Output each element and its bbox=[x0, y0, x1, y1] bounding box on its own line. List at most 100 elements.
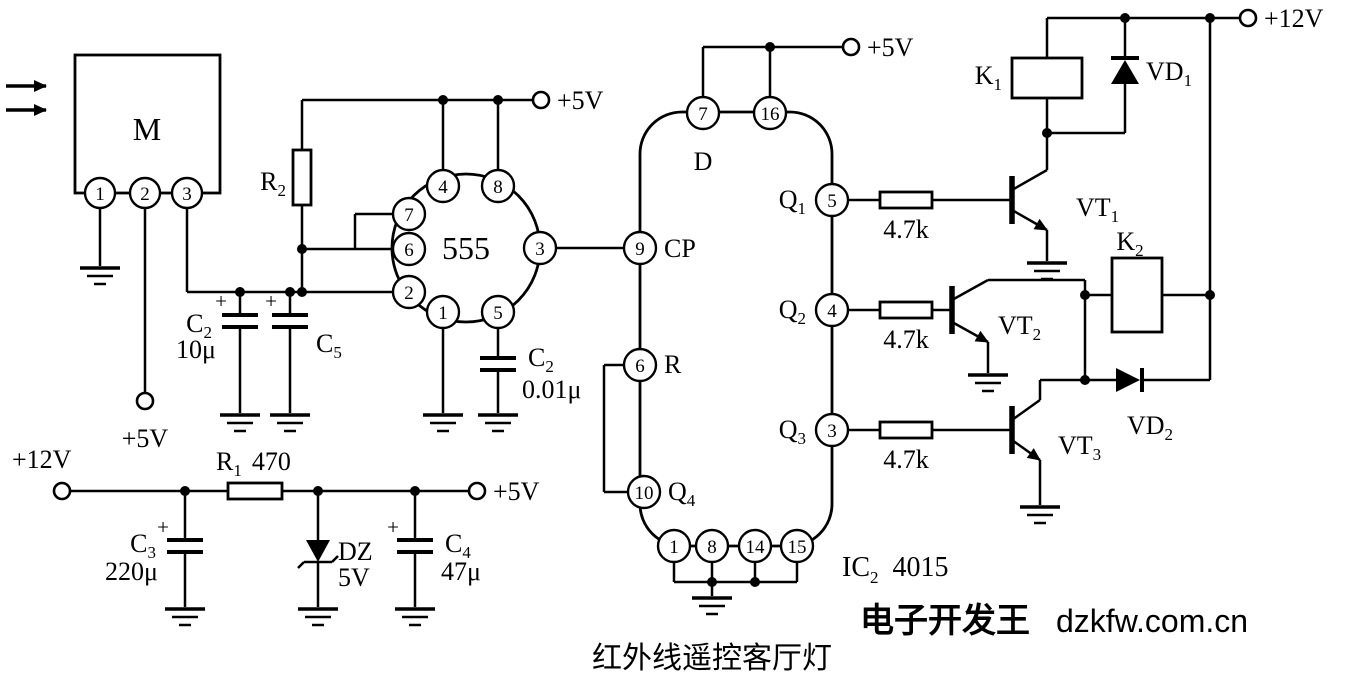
vt2-label: VT2 bbox=[998, 311, 1041, 344]
junction-dot bbox=[297, 287, 307, 297]
transistor-vt2 bbox=[949, 278, 1085, 393]
label-12v: +12V bbox=[1264, 4, 1324, 33]
terminal-5v bbox=[841, 37, 861, 57]
terminal-5v-out bbox=[467, 481, 487, 501]
ic4015-pin-10: 10 bbox=[626, 474, 662, 510]
vd2-label: VD2 bbox=[1127, 411, 1173, 444]
ic555-pin-8: 8 bbox=[480, 168, 516, 204]
ic4015-pin-5: 5 bbox=[814, 182, 850, 218]
q3-label: Q3 bbox=[779, 415, 806, 448]
watermark-en: dzkfw.com.cn bbox=[1056, 603, 1248, 639]
resistor-r1 bbox=[226, 481, 284, 501]
label-12v-in: +12V bbox=[12, 445, 72, 474]
relay-section: +12V K1 VD1 K2 VD2 bbox=[975, 4, 1324, 444]
c2b-value: 0.01μ bbox=[522, 375, 581, 404]
ic4015-pin-1: 1 bbox=[656, 528, 692, 564]
svg-text:3: 3 bbox=[182, 184, 192, 205]
ic4015-pin-16: 16 bbox=[752, 95, 788, 131]
ic4015-section: +5V 7 16 D 9 CP 6 R 10 Q4 1 8 14 15 5 Q1… bbox=[602, 33, 949, 616]
capacitor-c2b: C2 0.01μ bbox=[476, 328, 581, 433]
svg-text:5: 5 bbox=[493, 303, 503, 324]
polarity-plus: + bbox=[157, 515, 169, 539]
ic4015-pin-4: 4 bbox=[814, 292, 850, 328]
ground-symbol bbox=[296, 607, 340, 627]
ic4015-body bbox=[638, 110, 834, 548]
ic555-pin-4: 4 bbox=[425, 168, 461, 204]
c2b-label: C2 bbox=[528, 343, 554, 376]
c4-label: C4 bbox=[445, 529, 471, 562]
capacitor-c3: + C3 220μ bbox=[105, 491, 207, 627]
capacitor-c2: + C2 10μ bbox=[176, 287, 262, 433]
transistor-vt1 bbox=[1009, 133, 1069, 281]
ic4015-pin-9: 9 bbox=[622, 230, 658, 266]
signal-r-label: R bbox=[664, 350, 682, 379]
resistor-base-1 bbox=[878, 190, 934, 210]
terminal-12v bbox=[1238, 8, 1258, 28]
relay-k2 bbox=[1110, 256, 1164, 334]
ground-symbol bbox=[966, 373, 1010, 393]
polarity-plus: + bbox=[215, 289, 227, 313]
module-label: M bbox=[133, 111, 161, 147]
q1-label: Q1 bbox=[779, 185, 806, 218]
ic555-section: +5V R2 + C2 10μ + C5 555 4 8 7 6 2 3 1 5 bbox=[176, 86, 624, 433]
svg-text:7: 7 bbox=[698, 104, 708, 125]
svg-text:4: 4 bbox=[438, 177, 448, 198]
label-5v-out: +5V bbox=[493, 477, 540, 506]
svg-text:10: 10 bbox=[635, 483, 654, 504]
q2-label: Q2 bbox=[779, 295, 806, 328]
ic555-pin-1: 1 bbox=[425, 294, 461, 330]
svg-text:15: 15 bbox=[788, 537, 807, 558]
svg-text:14: 14 bbox=[746, 537, 766, 558]
vt3-label: VT3 bbox=[1058, 431, 1101, 464]
diode-vd1 bbox=[1047, 18, 1139, 135]
svg-text:6: 6 bbox=[635, 356, 645, 377]
ir-receiver-section: M 1 2 3 +5V bbox=[6, 53, 393, 453]
k1-label: K1 bbox=[975, 61, 1002, 94]
svg-text:2: 2 bbox=[404, 283, 414, 304]
junction-dot bbox=[438, 95, 448, 105]
ic555-pin-2: 2 bbox=[391, 274, 427, 310]
zener-dz: DZ 5V bbox=[296, 491, 373, 627]
resistor-value: 4.7k bbox=[883, 325, 929, 354]
ground-symbol bbox=[163, 607, 207, 627]
relay-k1 bbox=[1010, 56, 1084, 100]
junction-dot bbox=[750, 577, 760, 587]
ic555-pin-6: 6 bbox=[391, 231, 427, 267]
svg-text:9: 9 bbox=[635, 239, 645, 260]
module-body bbox=[73, 53, 222, 195]
capacitor-c5: + C5 bbox=[265, 287, 342, 433]
svg-text:8: 8 bbox=[707, 537, 717, 558]
c3-label: C3 bbox=[130, 529, 156, 562]
capacitor-c4: + C4 47μ bbox=[387, 491, 481, 627]
terminal-12v-in bbox=[52, 481, 72, 501]
terminal-5v bbox=[531, 90, 551, 110]
polarity-plus: + bbox=[387, 515, 399, 539]
label-5v: +5V bbox=[122, 424, 169, 453]
ground-symbol bbox=[268, 413, 312, 433]
ground-symbol bbox=[218, 413, 262, 433]
ground-symbol bbox=[393, 607, 437, 627]
polarity-plus: + bbox=[265, 289, 277, 313]
signal-cp-label: CP bbox=[664, 234, 696, 263]
svg-text:4: 4 bbox=[827, 301, 837, 322]
c5-label: C5 bbox=[316, 329, 342, 362]
resistor-base-2 bbox=[878, 300, 934, 320]
ground-symbol bbox=[1018, 505, 1062, 525]
ic4015-pin-14: 14 bbox=[737, 528, 773, 564]
svg-text:6: 6 bbox=[404, 240, 414, 261]
svg-text:1: 1 bbox=[95, 184, 105, 205]
svg-text:8: 8 bbox=[493, 177, 503, 198]
module-pin-1: 1 bbox=[83, 176, 117, 210]
ic4015-pin-15: 15 bbox=[779, 528, 815, 564]
vd1-label: VD1 bbox=[1146, 57, 1192, 90]
svg-text:2: 2 bbox=[140, 184, 150, 205]
ground-symbol bbox=[1025, 261, 1069, 281]
ic555-pin-5: 5 bbox=[480, 294, 516, 330]
junction-dot bbox=[1205, 290, 1215, 300]
driver-section: 4.7k VT1 4.7k VT2 4.7k VT3 bbox=[848, 133, 1119, 525]
terminal-5v bbox=[135, 391, 155, 411]
